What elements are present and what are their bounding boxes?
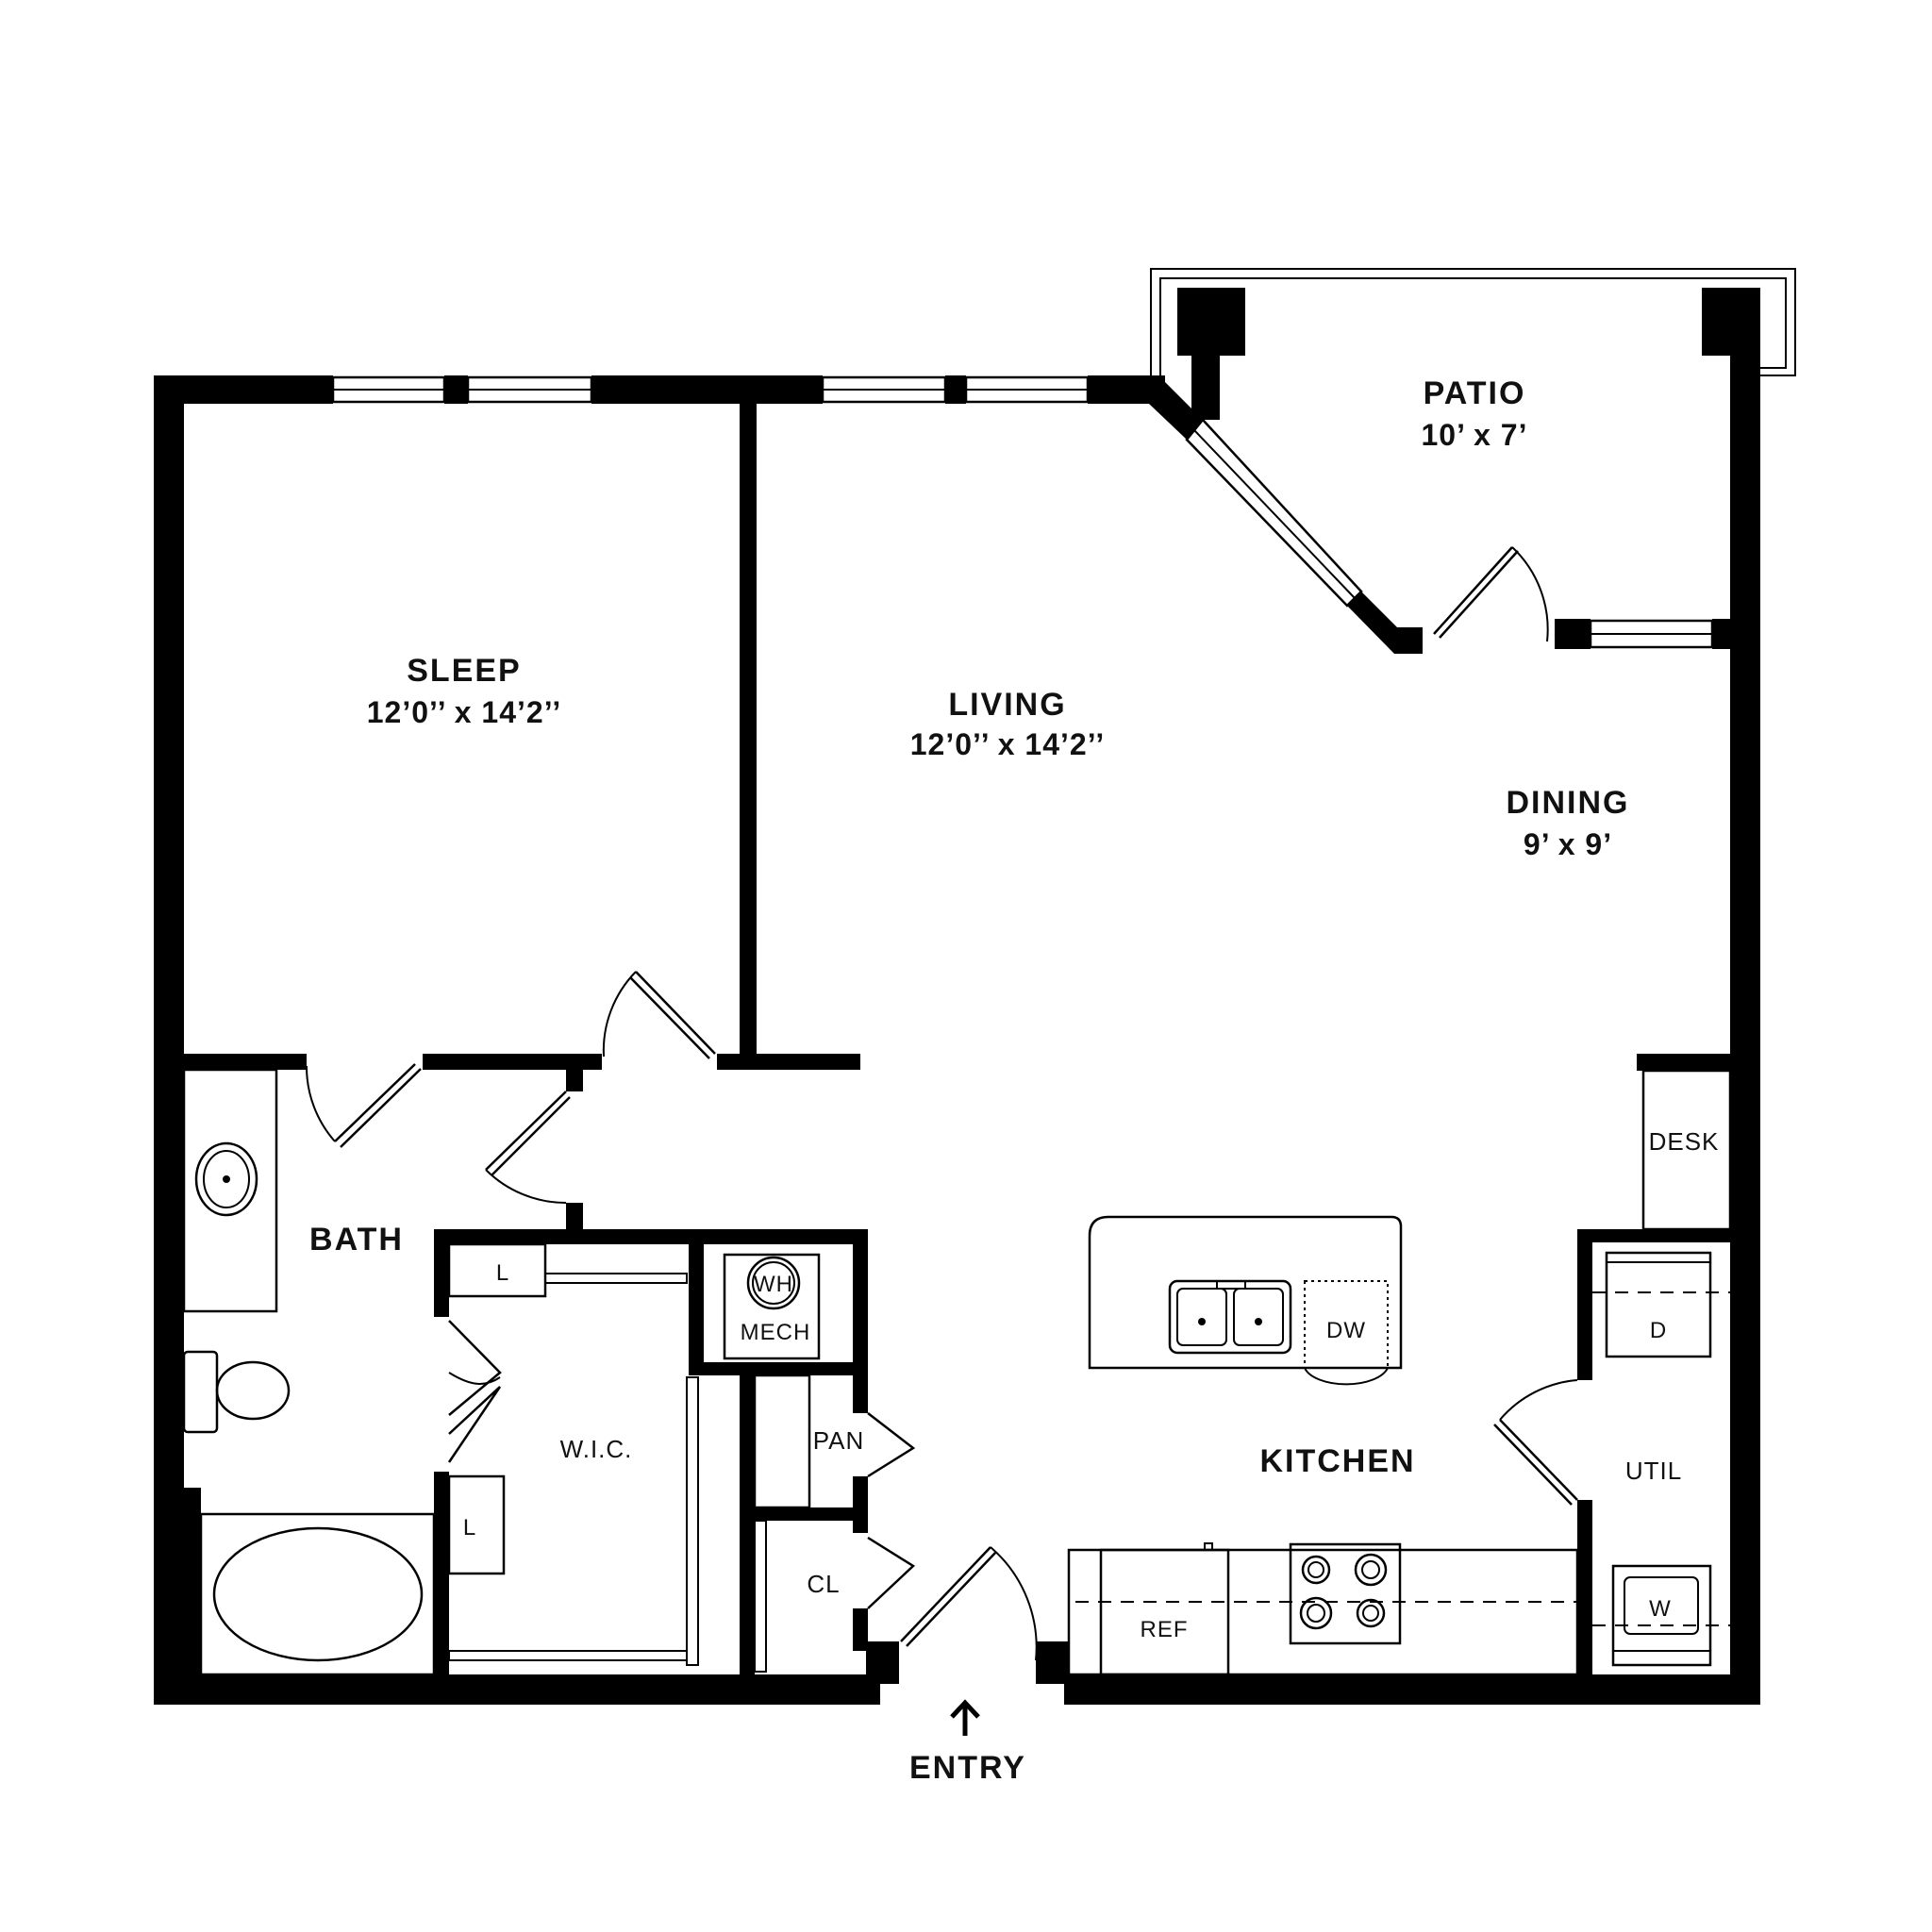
sleep-name: SLEEP <box>407 653 521 689</box>
closet-name: CL <box>807 1570 840 1598</box>
dining-name: DINING <box>1507 785 1630 821</box>
sleep-dims: 12’0’’ x 14’2’’ <box>367 695 562 729</box>
wic-name: W.I.C. <box>560 1435 633 1463</box>
kitchen-island <box>1088 1215 1403 1386</box>
washer-label: W <box>1649 1596 1672 1622</box>
bath-fixtures <box>182 1068 436 1676</box>
interior-walls <box>184 404 1760 1679</box>
mech-label: MECH <box>741 1320 811 1345</box>
windows <box>331 375 1714 649</box>
refrigerator-label: REF <box>1141 1617 1189 1642</box>
dryer-label: D <box>1650 1318 1667 1343</box>
patio-dims: 10’ x 7’ <box>1422 418 1528 452</box>
water-heater-label: WH <box>754 1272 793 1297</box>
living-name: LIVING <box>948 687 1066 723</box>
patio-railing <box>1150 268 1796 376</box>
room-labels: SLEEP 12’0’’ x 14’2’’ LIVING 12’0’’ x 14… <box>309 375 1720 1598</box>
dishwasher-label: DW <box>1326 1318 1366 1343</box>
linen-top-label: L <box>496 1260 509 1286</box>
kitchen-name: KITCHEN <box>1259 1443 1415 1479</box>
exterior-walls <box>154 288 1760 1705</box>
mech-closet <box>703 1232 854 1360</box>
pantry-name: PAN <box>813 1426 865 1455</box>
patio-name: PATIO <box>1424 375 1526 411</box>
entry-label: ENTRY <box>909 1750 1026 1786</box>
desk <box>1641 1069 1732 1231</box>
wic-fixtures <box>447 1242 767 1673</box>
doors <box>305 971 1578 1661</box>
util-name: UTIL <box>1625 1457 1682 1485</box>
living-dims: 12’0’’ x 14’2’’ <box>910 727 1106 761</box>
bath-name: BATH <box>309 1222 404 1257</box>
patio-door <box>1433 546 1549 642</box>
dining-dims: 9’ x 9’ <box>1524 827 1612 861</box>
entry-arrow-icon <box>950 1699 980 1736</box>
desk-name: DESK <box>1649 1127 1720 1156</box>
pantry-shelf <box>753 1374 811 1509</box>
fixture-labels: WH MECH DW REF D W L L <box>463 1260 1672 1642</box>
utility-fixtures <box>1592 1251 1730 1667</box>
kitchen-counter <box>1067 1542 1579 1676</box>
linen-bottom-label: L <box>463 1515 476 1541</box>
